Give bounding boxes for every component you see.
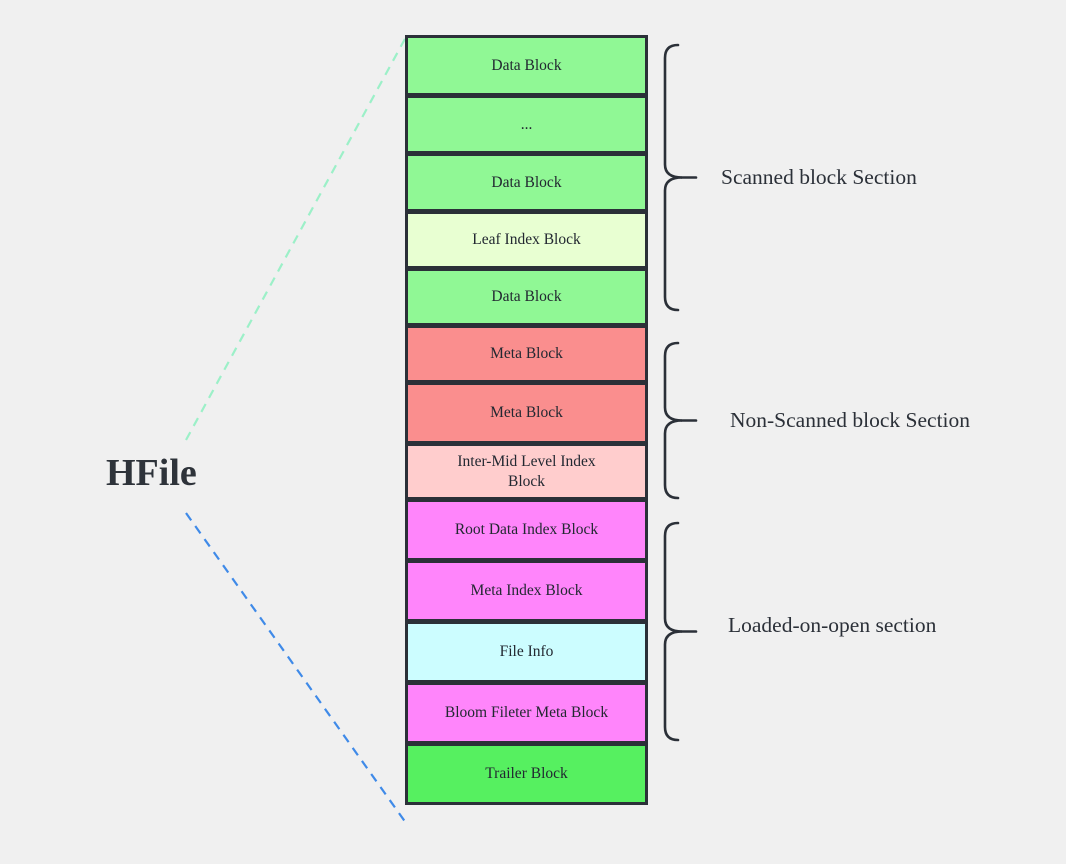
block-inter-mid-level-index: Inter-Mid Level Index Block	[405, 443, 648, 500]
block-meta-index: Meta Index Block	[405, 560, 648, 622]
block-data-1: Data Block	[405, 35, 648, 96]
block-bloom-filter-meta: Bloom Fileter Meta Block	[405, 682, 648, 744]
section-label-loaded-on-open: Loaded-on-open section	[728, 613, 937, 637]
block-label: Meta Index Block	[470, 582, 583, 599]
block-trailer: Trailer Block	[405, 743, 648, 805]
block-ellipsis: ...	[405, 95, 648, 154]
hfile-title: HFile	[106, 452, 197, 494]
block-label: Inter-Mid Level Index Block	[457, 452, 596, 490]
block-label: Root Data Index Block	[454, 521, 599, 538]
block-root-data-index: Root Data Index Block	[405, 499, 648, 561]
connector-top	[185, 36, 407, 441]
block-label: Data Block	[491, 288, 562, 305]
brace-section-loaded-on-open	[663, 521, 683, 742]
braces-group	[663, 43, 698, 742]
block-label: Bloom Fileter Meta Block	[444, 704, 609, 721]
connectors-group	[185, 36, 407, 824]
connector-bottom	[185, 512, 407, 824]
block-meta-1: Meta Block	[405, 325, 648, 383]
block-label: Leaf Index Block	[472, 231, 581, 248]
brace-section-non-scanned-block	[663, 341, 683, 500]
block-label: Meta Block	[490, 404, 563, 421]
brace-section-scanned-block	[663, 43, 683, 312]
section-label-scanned-block: Scanned block Section	[721, 165, 917, 189]
block-label: Meta Block	[490, 345, 563, 362]
block-data-2: Data Block	[405, 153, 648, 212]
block-label: Data Block	[491, 56, 562, 74]
block-label: Data Block	[491, 173, 562, 191]
block-label: Trailer Block	[485, 765, 568, 782]
block-data-3: Data Block	[405, 268, 648, 326]
block-leaf-index: Leaf Index Block	[405, 211, 648, 269]
block-file-info: File Info	[405, 621, 648, 683]
block-meta-2: Meta Block	[405, 382, 648, 444]
block-label: ...	[520, 115, 533, 133]
section-label-non-scanned-block: Non-Scanned block Section	[730, 408, 971, 432]
block-label: File Info	[499, 643, 554, 660]
